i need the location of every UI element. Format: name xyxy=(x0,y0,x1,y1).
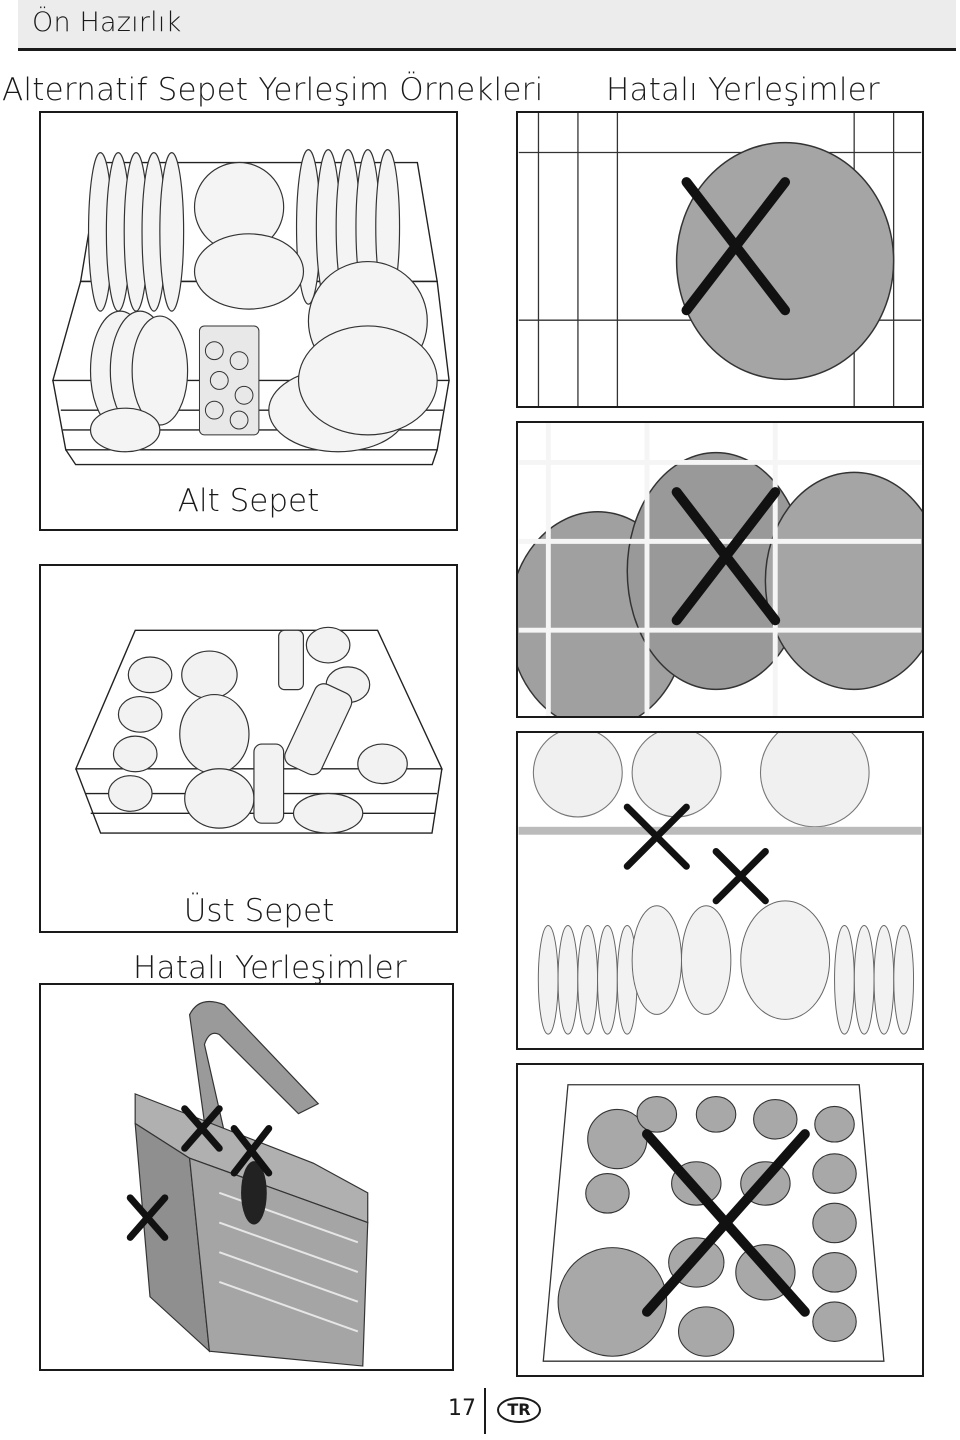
incorrect-placement-4 xyxy=(516,1063,924,1377)
cutlery-basket-drawing xyxy=(126,1000,369,1367)
footer-divider xyxy=(484,1388,486,1434)
cutlery-basket-illustration xyxy=(39,983,454,1371)
section-header-bar: Ön Hazırlık xyxy=(18,0,956,51)
lower-basket-drawing xyxy=(51,149,450,466)
page-number: 17 xyxy=(448,1396,476,1421)
incorrect-placement-3-drawing xyxy=(518,733,922,1035)
upper-basket-drawing xyxy=(74,626,443,834)
incorrect-mark-icon xyxy=(681,177,791,316)
incorrect-mark-icon xyxy=(642,1129,810,1317)
incorrect-placements-heading-cutlery: Hatalı Yerleşimler xyxy=(133,950,407,986)
incorrect-mark-icon xyxy=(671,487,781,626)
incorrect-placement-1-drawing xyxy=(518,113,922,406)
incorrect-placement-1 xyxy=(516,111,924,408)
language-badge: TR xyxy=(497,1397,541,1423)
incorrect-placement-2 xyxy=(516,421,924,718)
incorrect-placement-4-drawing xyxy=(542,1084,885,1362)
incorrect-placement-3 xyxy=(516,731,924,1050)
incorrect-mark-icons xyxy=(623,803,769,905)
upper-basket-caption: Üst Sepet xyxy=(183,893,335,929)
lower-basket-illustration xyxy=(39,111,458,531)
section-title: Ön Hazırlık xyxy=(32,7,182,38)
upper-basket-illustration xyxy=(39,564,458,933)
incorrect-placement-2-drawing xyxy=(518,423,922,716)
incorrect-mark-icons xyxy=(126,1105,273,1241)
alternative-examples-heading: Alternatif Sepet Yerleşim Örnekleri xyxy=(2,72,544,108)
incorrect-placements-heading: Hatalı Yerleşimler xyxy=(606,72,880,108)
lower-basket-caption: Alt Sepet xyxy=(177,483,320,519)
